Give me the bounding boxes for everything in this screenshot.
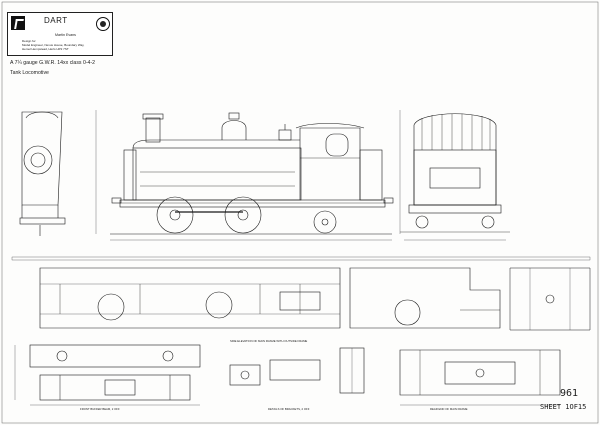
locomotive-name: DART: [44, 16, 68, 25]
front-buffer-beam: [14, 344, 201, 406]
designer-name: Martin Evans: [55, 33, 76, 37]
drawing-number: 961: [560, 388, 579, 399]
drawing-subtitle: A 7¼ gauge G.W.R. 14xx class 0-4-2: [10, 60, 96, 66]
stylised-k-logo-icon: [11, 16, 25, 30]
rear-frame-caption: REAR END OF MAIN FRAME: [430, 407, 468, 411]
rear-end-view: [400, 113, 510, 241]
main-frames-caption: SIDE ELEVATION OF MAIN FRAME WITH OUTSID…: [230, 339, 308, 343]
credit-line: Hemel Hempstead, Herts HP2 7ST: [22, 47, 69, 51]
brackets-caption: DETAILS OF BRACKETS, 2 OFF: [268, 407, 310, 411]
partial-front-view: [19, 111, 66, 236]
credit-line: Model Engineer, Nexus House, Boundary Wa…: [22, 43, 85, 47]
buffer-beam-caption: FRONT BUFFER BEAM, 2 OFF: [80, 407, 120, 411]
rear-end-main-frame: [399, 349, 561, 406]
circular-emblem-icon: [96, 17, 110, 31]
credit-line: Design for: [22, 39, 36, 43]
title-block: DART Martin Evans Design for Model Engin…: [7, 12, 113, 56]
sheet-count: SHEET 1OF15: [540, 403, 587, 411]
locomotive-side-elevation: [95, 110, 401, 241]
drawing-subtitle-line2: Tank Locomotive: [10, 70, 49, 76]
main-frame-side-view: [11, 256, 591, 331]
bracket-details: [229, 347, 365, 394]
